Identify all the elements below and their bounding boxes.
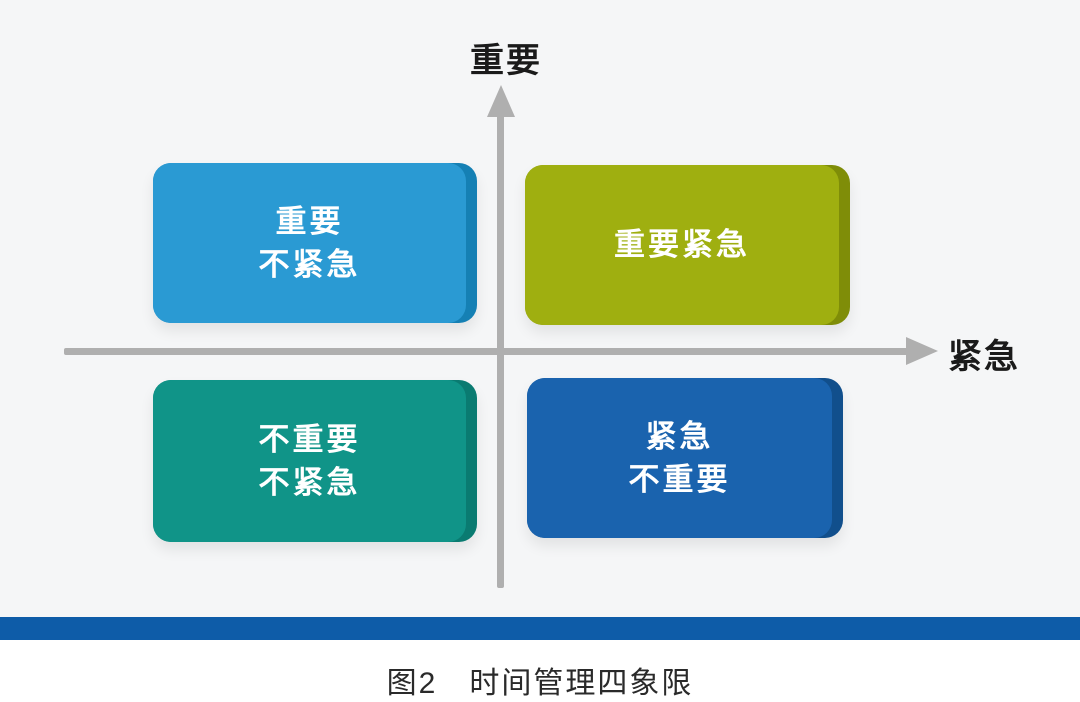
quadrant-label-line: 不重要 — [258, 421, 361, 457]
x-axis-arrow-icon — [906, 337, 938, 365]
quadrant-face: 重要紧急 — [525, 165, 839, 325]
quadrant-not-important-not-urgent: 不重要 不紧急 — [153, 380, 477, 542]
quadrant-label-line: 不重要 — [628, 462, 731, 497]
x-axis-label: 紧急 — [948, 338, 1020, 376]
quadrant-label-line: 重要紧急 — [614, 227, 750, 263]
quadrant-face: 不重要 不紧急 — [153, 380, 466, 542]
bottom-divider — [0, 617, 1080, 640]
quadrant-label-line: 不紧急 — [258, 465, 361, 500]
y-axis-arrow-icon — [487, 85, 515, 117]
figure-caption: 图2 时间管理四象限 — [386, 667, 694, 700]
quadrant-label-line: 重要 — [275, 203, 344, 239]
quadrant-urgent-not-important: 紧急 不重要 — [527, 378, 843, 538]
quadrant-important-not-urgent: 重要 不紧急 — [153, 163, 477, 323]
quadrant-label-line: 不紧急 — [258, 247, 361, 282]
x-axis-line — [64, 348, 910, 355]
quadrant-face: 紧急 不重要 — [527, 378, 832, 538]
quadrant-face: 重要 不紧急 — [153, 163, 466, 323]
quadrant-important-urgent: 重要紧急 — [525, 165, 850, 325]
quadrant-label-line: 紧急 — [645, 418, 714, 454]
y-axis-label: 重要 — [470, 42, 542, 80]
